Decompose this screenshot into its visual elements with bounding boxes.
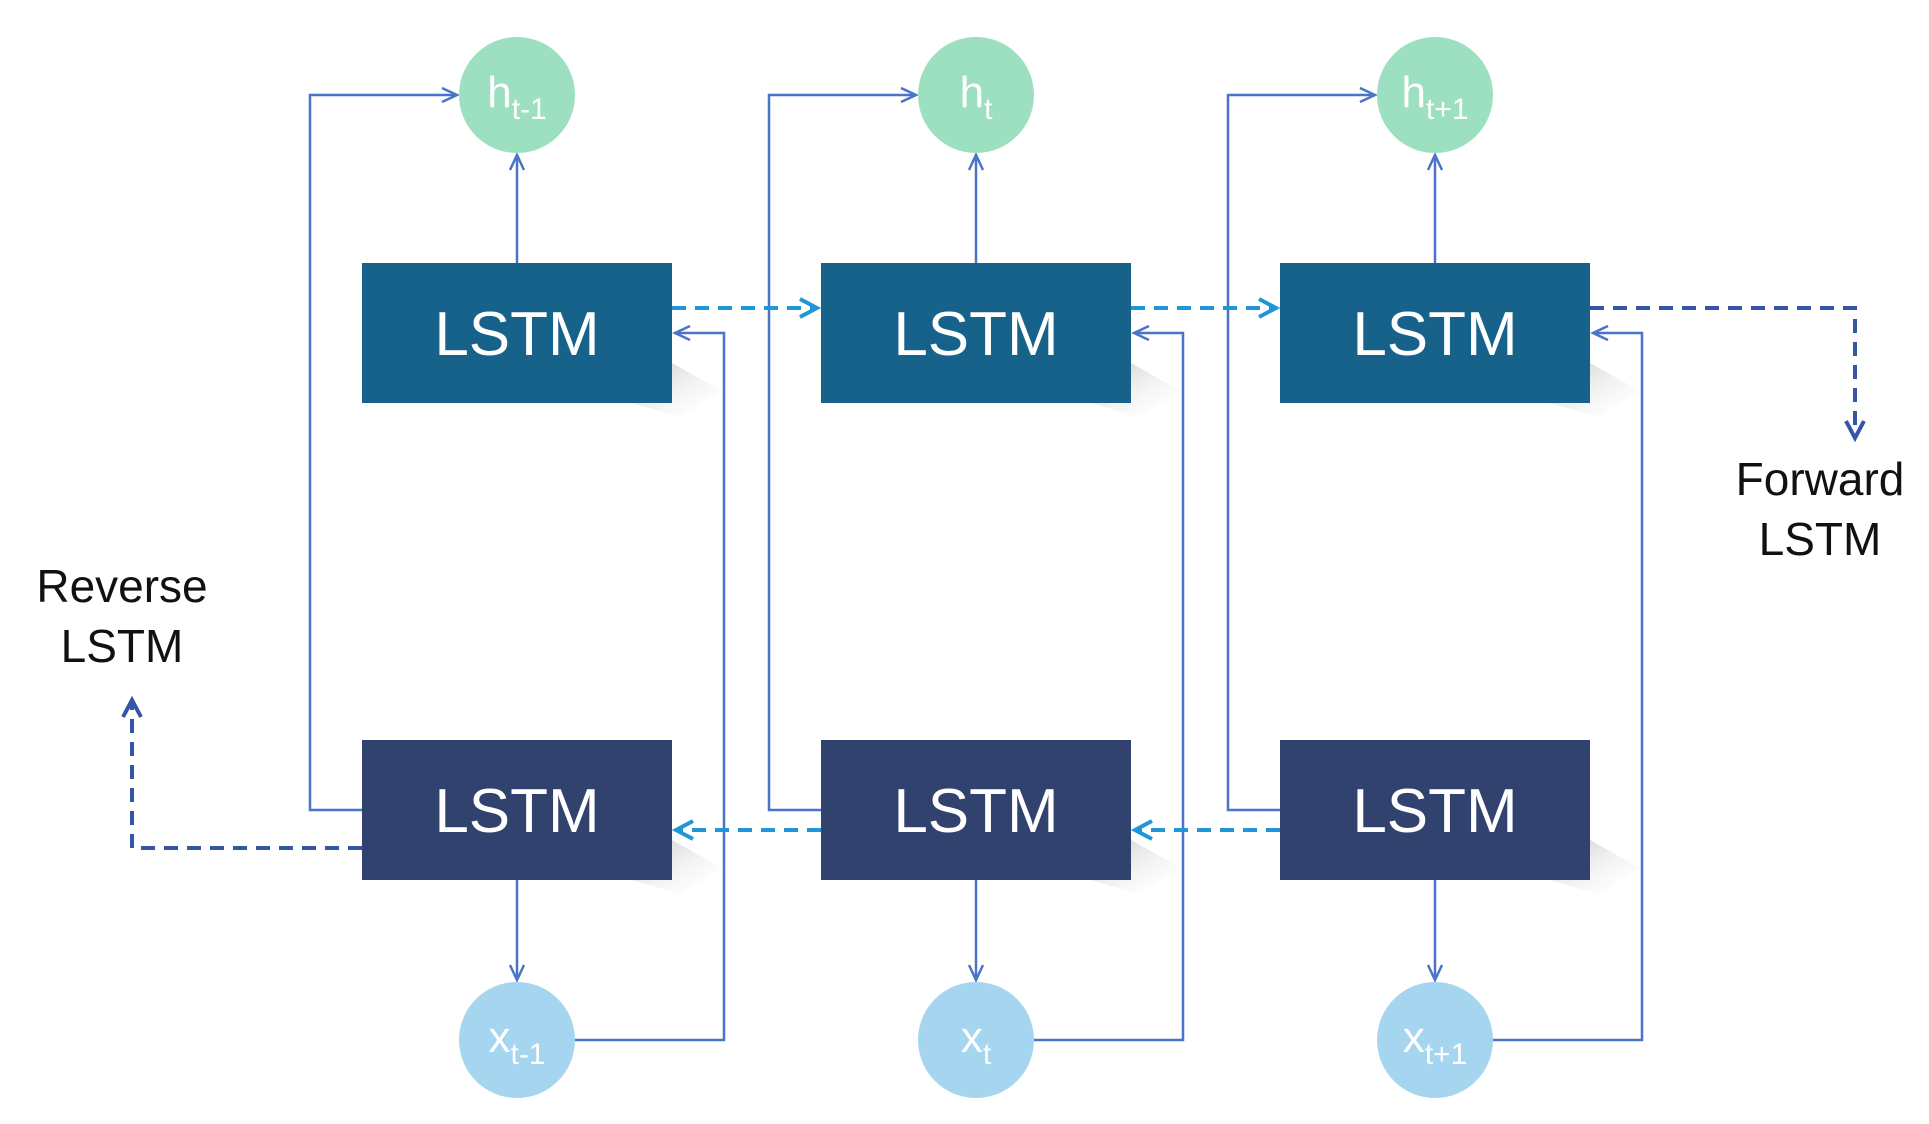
output-node-circle [918,37,1034,153]
forward-lstm-block-box [362,263,672,403]
input-to-forward-arrow-2 [1493,324,1644,1042]
forward-lstm-block-box [1280,263,1590,403]
input-node-circle [1377,982,1493,1098]
reverse-lstm-block-label: LSTM [893,777,1058,846]
reverse-lstm-block-label: LSTM [434,777,599,846]
block-shadow [1550,363,1640,417]
input-node-label: xt+1 [1403,1013,1468,1071]
input-node-label: xt-1 [488,1013,545,1071]
forward-lstm-label-line1: Forward [1736,453,1905,505]
input-node-circle [918,982,1034,1098]
forward-lstm-block-0: LSTM [362,263,722,417]
output-node-subscript: t [984,93,993,126]
input-to-forward-arrow-1 [1034,324,1185,1042]
forward-lstm-block-box [821,263,1131,403]
output-node-2: ht+1 [1377,37,1493,153]
forward-output-arrow [1590,306,1855,438]
reverse-lstm-block-box [362,740,672,880]
input-node-1: xt [918,982,1034,1098]
output-node-0: ht-1 [459,37,575,153]
output-node-label: ht-1 [487,68,547,126]
reverse-lstm-block-1: LSTM [821,740,1181,894]
block-shadow [1091,840,1181,894]
connector-lines [308,86,1644,1042]
forward-lstm-block-label: LSTM [1352,300,1517,369]
output-node-base: h [1401,68,1425,117]
input-node-subscript: t+1 [1425,1038,1468,1071]
reverse-output-arrow [132,700,362,850]
output-node-base: h [960,68,984,117]
forward-lstm-label: Forward LSTM [1736,453,1905,565]
block-shadow [632,840,722,894]
output-node-1: ht [918,37,1034,153]
output-node-circle [459,37,575,153]
reverse-lstm-block-2: LSTM [1280,740,1640,894]
reverse-to-output-arrow-0 [308,86,460,812]
output-node-subscript: t-1 [512,93,547,126]
forward-lstm-block-label: LSTM [434,300,599,369]
block-shadow [1091,363,1181,417]
output-node-label: ht [960,68,993,126]
reverse-lstm-label-line1: Reverse [36,560,207,612]
recurrent-dashed-arrows [132,306,1855,850]
input-node-0: xt-1 [459,982,575,1098]
reverse-to-output-arrow-1 [767,86,919,812]
input-node-base: x [1403,1013,1425,1062]
reverse-lstm-label: Reverse LSTM [36,560,207,672]
reverse-lstm-block-box [821,740,1131,880]
output-node-circle [1377,37,1493,153]
input-node-base: x [961,1013,983,1062]
forward-lstm-block-2: LSTM [1280,263,1640,417]
reverse-lstm-label-line2: LSTM [61,620,184,672]
forward-lstm-label-line2: LSTM [1759,513,1882,565]
input-node-circle [459,982,575,1098]
reverse-to-output-arrow-2 [1226,86,1378,812]
lstm-blocks: LSTM LSTM LSTM LSTM LSTM LSTM [362,263,1640,894]
forward-lstm-block-1: LSTM [821,263,1181,417]
output-node-base: h [487,68,511,117]
input-node-subscript: t [983,1038,992,1071]
reverse-lstm-block-box [1280,740,1590,880]
output-node-subscript: t+1 [1426,93,1469,126]
block-shadow [632,363,722,417]
reverse-lstm-block-0: LSTM [362,740,722,894]
forward-lstm-block-label: LSTM [893,300,1058,369]
block-shadow [1550,840,1640,894]
input-node-2: xt+1 [1377,982,1493,1098]
input-node-label: xt [961,1013,992,1071]
output-node-label: ht+1 [1401,68,1468,126]
input-to-forward-arrow-0 [575,324,726,1042]
reverse-lstm-block-label: LSTM [1352,777,1517,846]
input-node-subscript: t-1 [510,1038,545,1071]
input-node-base: x [488,1013,510,1062]
